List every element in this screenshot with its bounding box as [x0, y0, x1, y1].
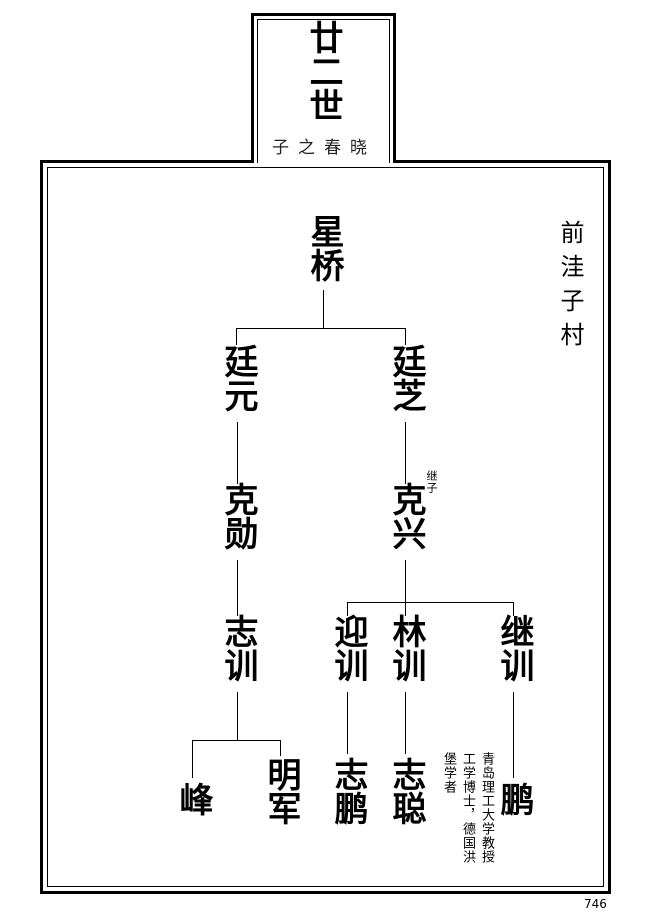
connector [236, 328, 237, 345]
generation-subtitle: 子之春晓 [272, 138, 376, 158]
person-kexun: 克勋 [218, 482, 258, 550]
connector [405, 422, 406, 484]
generation-header [251, 13, 396, 163]
person-kexing: 克兴 [386, 482, 426, 550]
generation-header-inner [257, 19, 390, 163]
person-tingyuan: 廷元 [218, 344, 258, 412]
person-zhipeng: 志鹏 [328, 757, 368, 825]
connector [405, 328, 406, 345]
person-peng: 鹏 [494, 782, 534, 816]
person-tingzhi: 廷芝 [386, 344, 426, 412]
connector [405, 560, 406, 616]
connector [237, 560, 238, 616]
connector [347, 602, 514, 603]
connector [236, 328, 406, 329]
person-zhicong: 志聪 [386, 757, 426, 825]
connector [347, 602, 348, 616]
connector [513, 692, 514, 778]
generation-title: 廿二世 [303, 20, 343, 122]
note-line-3: 堡学者 [441, 752, 456, 794]
person-linxun: 林训 [386, 614, 426, 682]
person-jixun: 继训 [494, 614, 534, 682]
person-mingjun: 明军 [261, 757, 301, 825]
connector [280, 740, 281, 756]
connector [192, 740, 281, 741]
connector [237, 422, 238, 484]
village-name: 前洼子村 [556, 220, 584, 356]
adopted-label: 继子 [425, 470, 438, 494]
page-number: 746 [584, 897, 607, 911]
connector [323, 290, 324, 328]
connector [192, 740, 193, 778]
main-frame [40, 160, 611, 894]
person-yingxun: 迎训 [328, 614, 368, 682]
person-feng: 峰 [173, 782, 213, 816]
person-xingqiao: 星桥 [304, 214, 344, 282]
note-line-2: 工学博士，德国洪 [460, 752, 475, 864]
connector [237, 692, 238, 740]
connector [347, 692, 348, 754]
person-zhixun: 志训 [218, 614, 258, 682]
note-line-1: 青岛理工大学教授 [479, 752, 494, 864]
connector [405, 692, 406, 754]
connector [513, 602, 514, 616]
main-frame-inner [47, 167, 604, 887]
